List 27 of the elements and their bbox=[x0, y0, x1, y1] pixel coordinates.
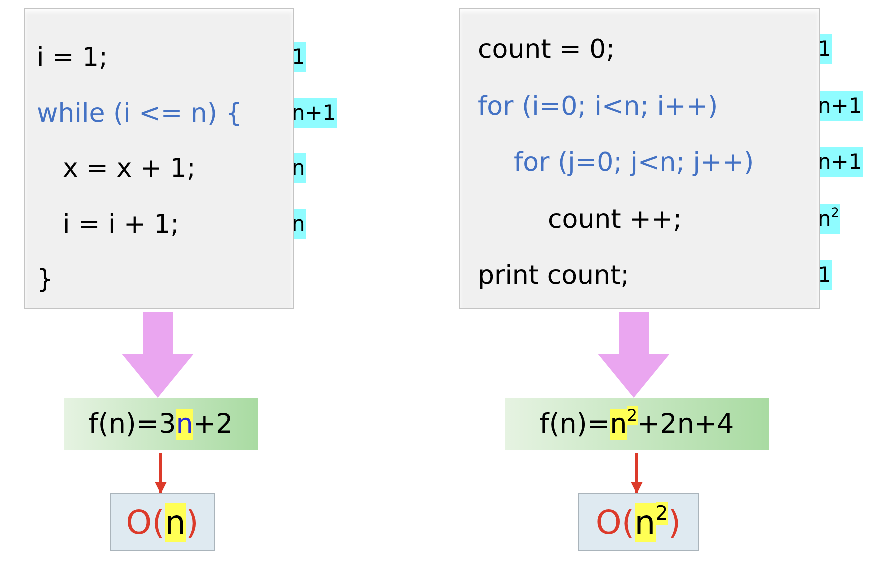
formula-box bbox=[505, 398, 769, 450]
code-line: for (j=0; j<n; j++) bbox=[514, 147, 754, 180]
complexity-text: O(n) bbox=[126, 502, 199, 542]
formula-text: f(n)=n$^{2}$+2n+4 bbox=[540, 408, 734, 440]
big-o-box bbox=[578, 493, 699, 551]
code-line: count ++; bbox=[548, 204, 682, 236]
count-label: n+1 bbox=[817, 147, 864, 177]
complexity-text: O(n$^{2}$) bbox=[596, 502, 682, 542]
code-line: print count; bbox=[478, 260, 630, 293]
code-panel bbox=[24, 8, 294, 309]
count-label: n+1 bbox=[817, 90, 864, 120]
code-line: x = x + 1; bbox=[63, 153, 196, 186]
count-label: n+1 bbox=[291, 98, 338, 128]
block-arrow bbox=[598, 312, 670, 398]
formula-box bbox=[64, 398, 258, 450]
code-line: i = 1; bbox=[37, 42, 108, 75]
arrow bbox=[631, 453, 643, 494]
code-line: i = i + 1; bbox=[63, 208, 180, 242]
code-line: } bbox=[37, 264, 54, 297]
code-panel bbox=[459, 8, 820, 309]
code-line: count = 0; bbox=[478, 34, 615, 67]
arrow bbox=[155, 453, 167, 494]
code-line: while (i <= n) { bbox=[37, 98, 242, 130]
formula-text: f(n)=3n+2 bbox=[88, 408, 234, 440]
big-o-box bbox=[110, 493, 215, 551]
block-arrow bbox=[122, 312, 194, 398]
code-line: for (i=0; i<n; i++) bbox=[478, 90, 718, 124]
